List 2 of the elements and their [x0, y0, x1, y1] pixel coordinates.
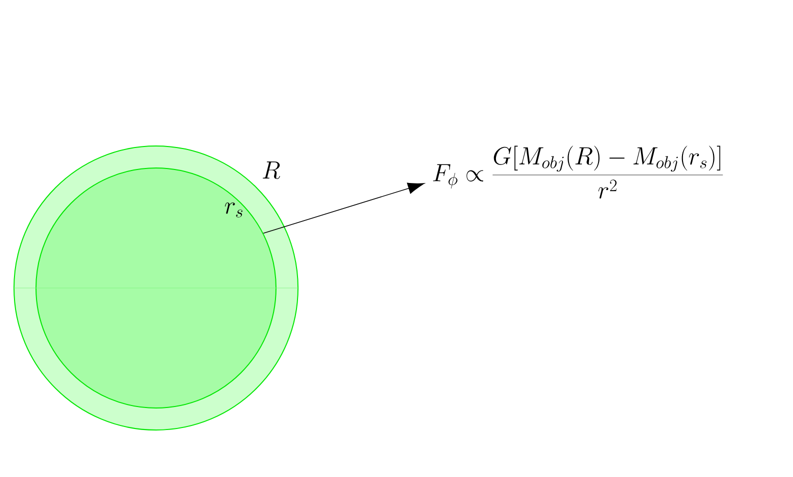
formula: $F_\phi \propto \frac{G[M_{obj}(R) - M_{obj}(r_s)]}{r^2}$ — [433, 146, 723, 199]
arrow — [262, 182, 424, 234]
